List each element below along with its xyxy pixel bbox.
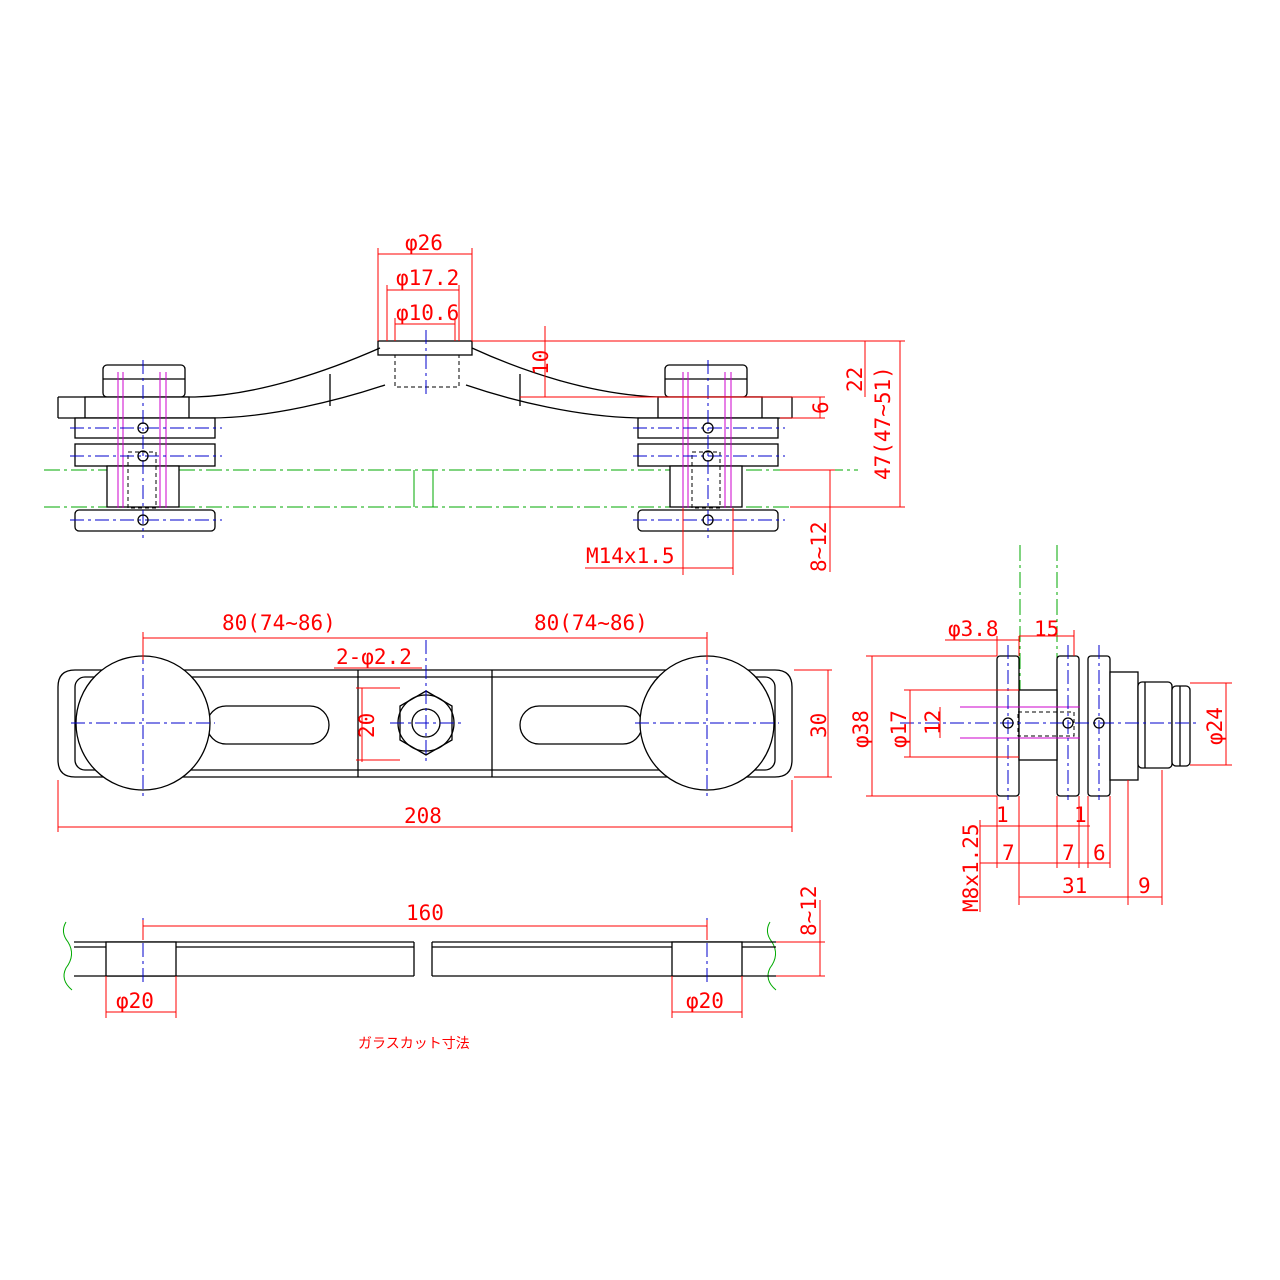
- dim-6-side: 6: [1093, 841, 1106, 865]
- dim-phi38: φ38: [849, 710, 873, 748]
- dim-1-left: 1: [996, 803, 1009, 827]
- dim-47: 47(47~51): [871, 366, 895, 480]
- left-cut-hole: [105, 941, 177, 977]
- dim-6-top: 6: [809, 401, 833, 414]
- dim-160: 160: [406, 901, 444, 925]
- dim-phi24: φ24: [1203, 707, 1227, 745]
- dim-holes: 2-φ2.2: [336, 645, 412, 669]
- dim-8-12-front: 8~12: [807, 521, 831, 572]
- dim-7-right: 7: [1062, 841, 1075, 865]
- top-view-dimensions: 80(74~86) 80(74~86) 2-φ2.2 20 30 208: [57, 611, 832, 832]
- dim-15: 15: [1034, 617, 1059, 641]
- glass-cut-note: ガラスカット寸法: [358, 1036, 470, 1052]
- glass-cut-view: 160 8~12 φ20 φ20 ガラスカット寸法: [62, 885, 825, 1052]
- dim-22: 22: [843, 367, 867, 392]
- dim-m8: M8x1.25: [959, 823, 983, 912]
- glass-cut-dimensions: 160 8~12 φ20 φ20: [105, 885, 825, 1018]
- center-hex-nut: [399, 690, 453, 756]
- dim-phi17: φ17: [887, 710, 911, 748]
- top-view: 80(74~86) 80(74~86) 2-φ2.2 20 30 208: [57, 611, 832, 832]
- right-glass-fitting: [633, 360, 785, 538]
- dim-m14: M14x1.5: [586, 544, 675, 568]
- dim-phi10-6: φ10.6: [396, 301, 459, 325]
- dim-31: 31: [1062, 874, 1087, 898]
- dim-phi20-left: φ20: [116, 989, 154, 1013]
- side-view-dimensions: φ3.8 15 φ38 φ17 12 φ24 1 1 7 7 6 M8x1.25…: [849, 617, 1232, 912]
- dim-9: 9: [1138, 874, 1151, 898]
- dim-span-left: 80(74~86): [222, 611, 336, 635]
- left-glass-fitting: [70, 360, 222, 538]
- dim-8-12-glass: 8~12: [797, 885, 821, 936]
- dim-span-right: 80(74~86): [534, 611, 648, 635]
- dim-1-right: 1: [1074, 803, 1087, 827]
- dim-20: 20: [355, 713, 379, 738]
- dim-phi17-2: φ17.2: [396, 266, 459, 290]
- dim-phi20-right: φ20: [686, 989, 724, 1013]
- front-view: φ26 φ17.2 φ10.6 10 22 6 47(47~51) 8~12 M…: [44, 231, 905, 575]
- center-hub: [377, 330, 473, 395]
- dim-7-left: 7: [1002, 841, 1015, 865]
- side-view: φ3.8 15 φ38 φ17 12 φ24 1 1 7 7 6 M8x1.25…: [849, 545, 1232, 912]
- dim-12: 12: [921, 710, 945, 735]
- dim-phi26: φ26: [405, 231, 443, 255]
- dim-10: 10: [529, 350, 553, 375]
- dim-30: 30: [807, 713, 831, 738]
- dim-208: 208: [404, 804, 442, 828]
- dim-phi3-8: φ3.8: [948, 617, 999, 641]
- front-view-dimensions: φ26 φ17.2 φ10.6 10 22 6 47(47~51) 8~12 M…: [377, 231, 905, 575]
